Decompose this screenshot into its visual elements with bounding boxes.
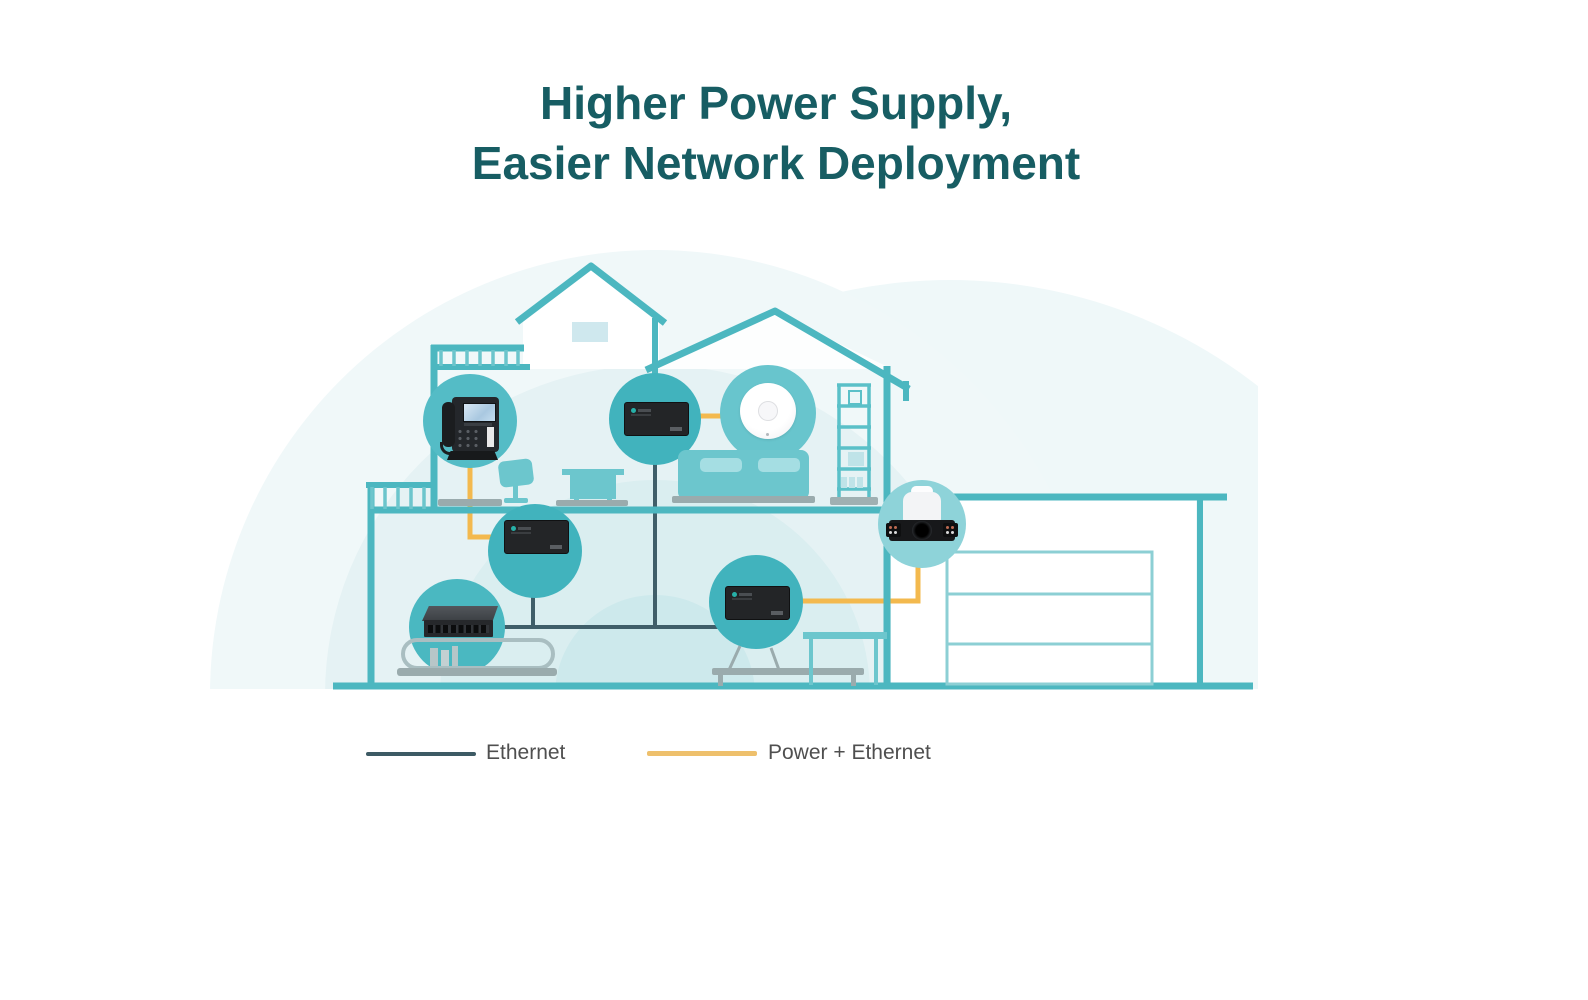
- side-table-top: [562, 469, 624, 475]
- garage-door-panels: [947, 592, 1152, 646]
- bed: [678, 450, 809, 500]
- power-ethernet-cable-phone: [467, 452, 498, 540]
- bed-pillow-left: [700, 458, 742, 472]
- bookshelf: [830, 383, 878, 505]
- switch-ports: [428, 625, 489, 633]
- brand-logo-icon: [511, 526, 516, 531]
- lower-railing-bars: [370, 487, 426, 509]
- low-table-top: [712, 668, 864, 675]
- phone-screen: [463, 403, 496, 422]
- table-floor-strip: [556, 500, 628, 506]
- ap-center-ring: [758, 401, 778, 421]
- dormer-window: [572, 322, 608, 342]
- furniture: [397, 450, 887, 686]
- phone-base: [447, 451, 498, 460]
- bed-pillow-right: [758, 458, 800, 472]
- right-mask: [1258, 0, 1588, 1000]
- bench-base: [397, 668, 557, 676]
- network-device-icon-living: [504, 520, 569, 554]
- page-title-line1: Higher Power Supply,: [540, 77, 1012, 129]
- phone-label-strip: [487, 427, 494, 447]
- camera-ir-panel-right: [943, 523, 958, 537]
- chair-stem: [513, 484, 518, 500]
- main-roof: [644, 307, 911, 393]
- dormer-roof: [514, 262, 668, 326]
- camera-body: [903, 492, 941, 522]
- garage-door-frame: [945, 550, 1154, 686]
- device3-stand-legs: [727, 645, 781, 671]
- switch-top: [422, 606, 498, 621]
- bed-floor-strip: [672, 496, 815, 503]
- ethernet-legend-label: Ethernet: [486, 741, 566, 764]
- power-ethernet-legend-swatch: [647, 751, 757, 756]
- chair-base: [504, 498, 528, 503]
- garage-door: [945, 550, 1154, 686]
- ip-phone-icon: [440, 396, 500, 462]
- railing-bars: [370, 350, 520, 509]
- brand-logo-icon: [732, 592, 737, 597]
- power-ethernet-legend-label: Power + Ethernet: [768, 741, 931, 764]
- ethernet-legend-swatch: [366, 752, 476, 756]
- gable-interior: [652, 313, 888, 369]
- ptz-camera-icon: [886, 486, 958, 550]
- page-title-line2: Easier Network Deployment: [471, 137, 1081, 189]
- chair-back: [498, 458, 534, 488]
- sideboard-top: [803, 632, 887, 639]
- phone-softkeys: [464, 423, 492, 426]
- shelf-base: [830, 497, 878, 505]
- bench-books: [430, 646, 458, 666]
- camera-ir-panel-left: [886, 523, 901, 537]
- brand-logo-icon: [631, 408, 636, 413]
- upper-railing-bars: [439, 350, 520, 366]
- shelf-books: [841, 477, 863, 488]
- shelf-picture-frame: [848, 390, 862, 405]
- camera-cap: [911, 486, 933, 496]
- poe-switch-icon: [422, 606, 498, 640]
- network-device-icon-ground: [725, 586, 790, 620]
- phone-handset: [440, 402, 457, 455]
- side-table-body: [570, 475, 616, 499]
- phone-keypad: [456, 428, 482, 450]
- phone-floor-strip: [438, 499, 502, 506]
- network-device-icon-upper: [624, 402, 689, 436]
- dormer-interior: [523, 266, 659, 369]
- camera-lens: [912, 521, 932, 540]
- shelf-box: [848, 452, 864, 466]
- ap-led: [766, 433, 769, 436]
